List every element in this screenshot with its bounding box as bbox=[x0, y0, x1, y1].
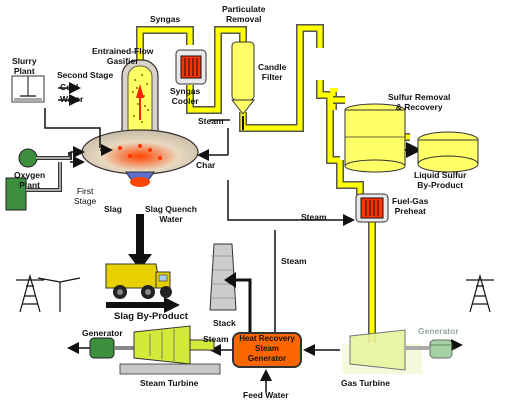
truck-icon bbox=[105, 263, 172, 299]
generator-right-label: Generator bbox=[418, 326, 459, 336]
gas-turbine-train bbox=[342, 329, 453, 374]
candle-filter-label: Candle Filter bbox=[258, 62, 287, 82]
syngas-cooler-label: Syngas Cooler bbox=[170, 86, 201, 106]
candle-filter-vessel bbox=[230, 41, 256, 130]
steam-vertical-label: Steam bbox=[281, 256, 307, 266]
oxygen-plant bbox=[5, 146, 85, 211]
slag-byproduct-label: Slag By-Product bbox=[114, 311, 188, 322]
steam-turbine-label: Steam Turbine bbox=[140, 378, 199, 388]
slag-label: Slag bbox=[104, 204, 122, 214]
generator-left-label: Generator bbox=[82, 328, 123, 338]
gas-turbine-label: Gas Turbine bbox=[341, 378, 390, 388]
char-label: Char bbox=[196, 160, 216, 170]
fuel-gas-preheater bbox=[355, 193, 389, 223]
fuel-gas-preheat-label: Fuel-Gas Preheat bbox=[392, 196, 429, 216]
gasifier-label: Entrained-Flow Gasifier bbox=[92, 46, 154, 66]
stack-chimney-icon bbox=[209, 243, 252, 332]
tank-icon bbox=[417, 131, 479, 173]
steam-hrsg-label: Steam bbox=[203, 334, 229, 344]
hrsg-label: Heat Recovery Steam Generator bbox=[239, 334, 295, 363]
coal-label: Coal bbox=[60, 82, 79, 92]
sulfur-removal-unit bbox=[330, 88, 422, 173]
particulate-removal-label: Particulate Removal bbox=[222, 4, 266, 24]
syngas-label: Syngas bbox=[150, 14, 181, 24]
char-line bbox=[197, 128, 229, 161]
second-stage-label: Second Stage bbox=[57, 70, 114, 80]
slag-byproduct-arrow bbox=[106, 297, 180, 313]
gasifier bbox=[81, 59, 199, 187]
slag-quench-label: Slag Quench Water bbox=[145, 204, 197, 224]
water-label: Water bbox=[60, 94, 84, 104]
oxygen-plant-label: Oxygen Plant bbox=[14, 170, 46, 190]
steam-fuelgas-label: Steam bbox=[301, 212, 327, 222]
slurry-plant-label: Slurry Plant bbox=[12, 56, 37, 76]
steam-turbine-train bbox=[89, 325, 221, 375]
slurry-plant bbox=[11, 75, 45, 103]
transmission-tower-icon bbox=[16, 273, 494, 313]
hrsg-box bbox=[232, 332, 302, 368]
syngas-cooler bbox=[175, 49, 207, 85]
sulfur-removal-label: Sulfur Removal & Recovery bbox=[388, 92, 451, 112]
slag-arrow bbox=[128, 214, 152, 270]
liquid-sulfur-label: Liquid Sulfur By-Product bbox=[414, 170, 467, 190]
first-stage-label: First Stage bbox=[74, 186, 97, 206]
steam-cooler-label: Steam bbox=[198, 116, 224, 126]
stack-label: Stack bbox=[213, 318, 236, 328]
feed-water-label: Feed Water bbox=[243, 390, 289, 400]
slurry-lines bbox=[44, 82, 113, 156]
